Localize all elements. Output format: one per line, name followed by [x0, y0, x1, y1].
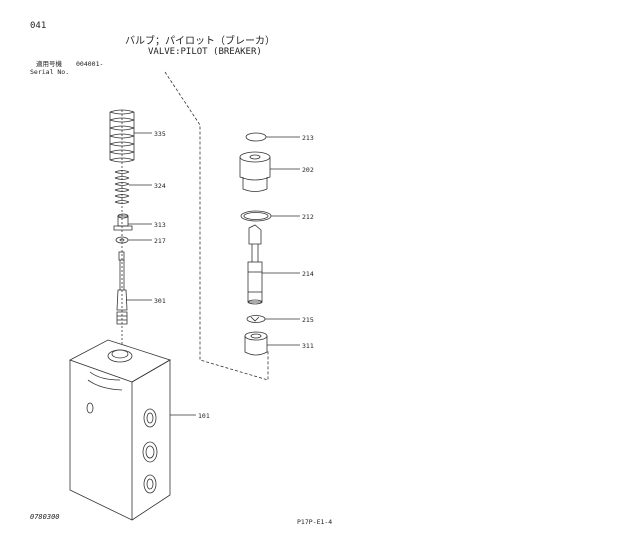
callout-202: 202 [302, 166, 314, 174]
callout-335: 335 [154, 130, 166, 138]
page-number: 041 [30, 21, 47, 31]
spool-214 [247, 224, 263, 305]
cap-311 [244, 331, 268, 356]
title-english: VALVE:PILOT (BREAKER) [148, 47, 262, 57]
serial-label-english: Serial No. [30, 68, 70, 76]
plug-202 [239, 151, 271, 192]
title-japanese: バルブ；パイロット（ブレーカ） [125, 36, 275, 47]
o-ring-213 [245, 132, 267, 142]
callout-101: 101 [198, 412, 210, 420]
spring-324 [114, 170, 130, 204]
push-rod-301 [116, 251, 128, 325]
spring-335 [109, 109, 135, 163]
serial-number-range: 004001- [76, 60, 104, 68]
o-ring-212 [240, 210, 272, 222]
callout-301: 301 [154, 297, 166, 305]
serial-label-japanese: 適用号機 [36, 60, 62, 68]
callout-213: 213 [302, 134, 314, 142]
callout-214: 214 [302, 270, 314, 278]
retainer-215 [246, 315, 266, 323]
callout-311: 311 [302, 342, 314, 350]
callout-215: 215 [302, 316, 314, 324]
callout-313: 313 [154, 221, 166, 229]
callout-217: 217 [154, 237, 166, 245]
callout-212: 212 [302, 213, 314, 221]
spring-seat-313 [113, 213, 133, 231]
assembly-dashed-line-right [164, 71, 269, 381]
drawing-code: 0780300 [30, 513, 60, 521]
callout-324: 324 [154, 182, 166, 190]
page-code: P17P-E1-4 [297, 518, 333, 526]
valve-body-101 [69, 339, 171, 521]
